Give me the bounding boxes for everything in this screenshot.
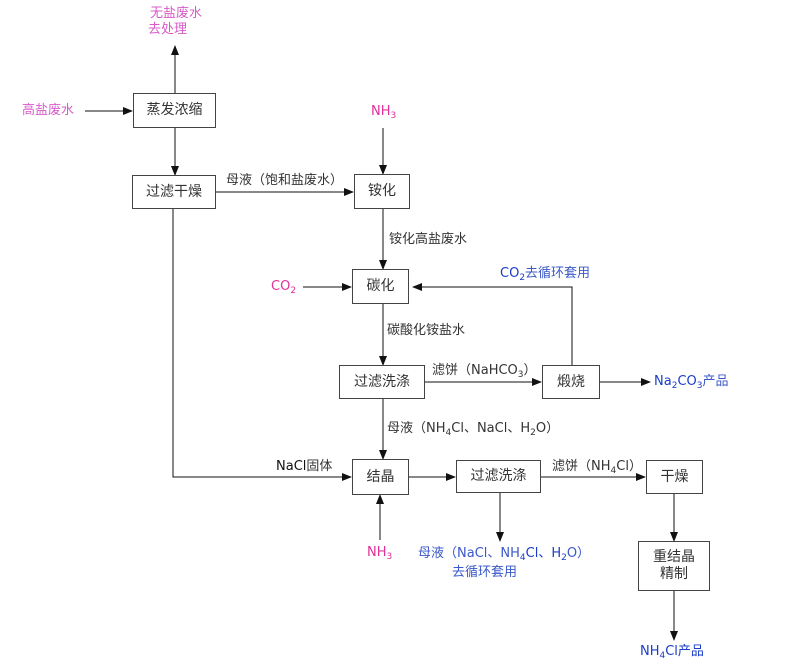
mother-liquor-2-label: 母液（NH4Cl、NaCl、H2O） [387, 421, 560, 438]
nacl-post: 固体 [306, 459, 333, 474]
recryst-line-1: 重结晶 [653, 549, 695, 565]
na2co3-c: 产品 [702, 374, 729, 389]
nh3-top-label: NH3 [371, 104, 397, 121]
mother-liquor-3-label: 母液（NaCl、NH4Cl、H2O） [418, 546, 591, 563]
filter-cake-1-label: 滤饼（NaHCO3） [432, 363, 537, 380]
ml2-a: 母液（NH [387, 421, 446, 436]
co2-left-label: CO2 [271, 279, 297, 296]
salt-free-water-label: 无盐废水 去处理 [140, 6, 212, 38]
nh3-top-sub: 3 [390, 111, 397, 121]
ml3-s2: 2 [561, 553, 567, 563]
nh3-bottom-sub: 3 [386, 552, 393, 562]
cake-2-s1: 4 [610, 466, 617, 476]
carbonated-brine-label: 碳酸化铵盐水 [387, 323, 466, 338]
drying-box: 干燥 [646, 460, 703, 494]
ml2-c: O） [535, 421, 560, 436]
arrow-co2-recycle [412, 283, 573, 365]
nh4cl-b: Cl产品 [665, 644, 704, 659]
salt-free-line-2: 去处理 [148, 22, 188, 37]
co2-recycle-post: 去循环套用 [525, 266, 591, 281]
salt-free-line-1: 无盐废水 [149, 6, 202, 21]
filter-cake-2-label: 滤饼（NH4Cl） [552, 459, 642, 476]
cake-1-post: ） [523, 363, 537, 378]
recycle-label: 去循环套用 [452, 565, 518, 580]
ml3-a: 母液（NaCl、NH [418, 546, 520, 561]
filter-wash-box-2: 过滤洗涤 [456, 460, 541, 493]
co2-recycle-sub: 2 [519, 273, 526, 283]
nh3-bottom-label: NH3 [367, 545, 393, 562]
nacl-text: NaCl [276, 459, 307, 474]
ml3-b: Cl、H [525, 546, 562, 561]
nh4cl-product-label: NH4Cl产品 [640, 644, 704, 661]
mother-liquor-1-label: 母液（饱和盐废水） [226, 173, 344, 188]
nh3-top-text: NH [371, 104, 391, 119]
co2-left-sub: 2 [290, 286, 297, 296]
high-salt-water-label: 高盐废水 [22, 103, 75, 118]
ml2-s1: 4 [445, 428, 452, 438]
nh4cl-s1: 4 [659, 651, 666, 661]
ml3-s1: 4 [519, 553, 526, 563]
co2-recycle-text: CO [500, 266, 520, 281]
cake-2-b: Cl） [616, 459, 642, 474]
arrow-nacl-solid [172, 209, 352, 481]
recrystallization-box: 重结晶 精制 [638, 541, 710, 591]
ammoniated-water-label: 铵化高盐废水 [389, 232, 468, 247]
ml2-s2: 2 [530, 428, 536, 438]
co2-left-text: CO [271, 279, 291, 294]
calcination-box: 煅烧 [542, 365, 600, 399]
na2co3-b: CO [677, 374, 697, 389]
ammoniation-box: 铵化 [354, 174, 410, 209]
na2co3-product-label: Na2CO3产品 [654, 374, 729, 391]
crystallization-box: 结晶 [352, 459, 409, 495]
ml3-c: O） [566, 546, 591, 561]
evaporation-box: 蒸发浓缩 [133, 93, 216, 128]
cake-1-sub: 3 [517, 370, 524, 380]
carbonation-box: 碳化 [352, 269, 409, 304]
cake-1-text: 滤饼（NaHCO [432, 363, 518, 378]
cake-2-a: 滤饼（NH [552, 459, 611, 474]
na2co3-s2: 3 [696, 381, 703, 391]
na2co3-a: Na [654, 374, 672, 389]
nh4cl-a: NH [640, 644, 660, 659]
na2co3-s1: 2 [671, 381, 678, 391]
filter-dry-box: 过滤干燥 [132, 175, 216, 209]
co2-recycle-label: CO2去循环套用 [500, 266, 591, 283]
ml2-b: Cl、NaCl、H [451, 421, 531, 436]
nh3-bottom-text: NH [367, 545, 387, 560]
nacl-solid-label: NaCl固体 [276, 459, 332, 475]
filter-wash-box-1: 过滤洗涤 [339, 365, 425, 399]
recryst-line-2: 精制 [660, 566, 688, 582]
